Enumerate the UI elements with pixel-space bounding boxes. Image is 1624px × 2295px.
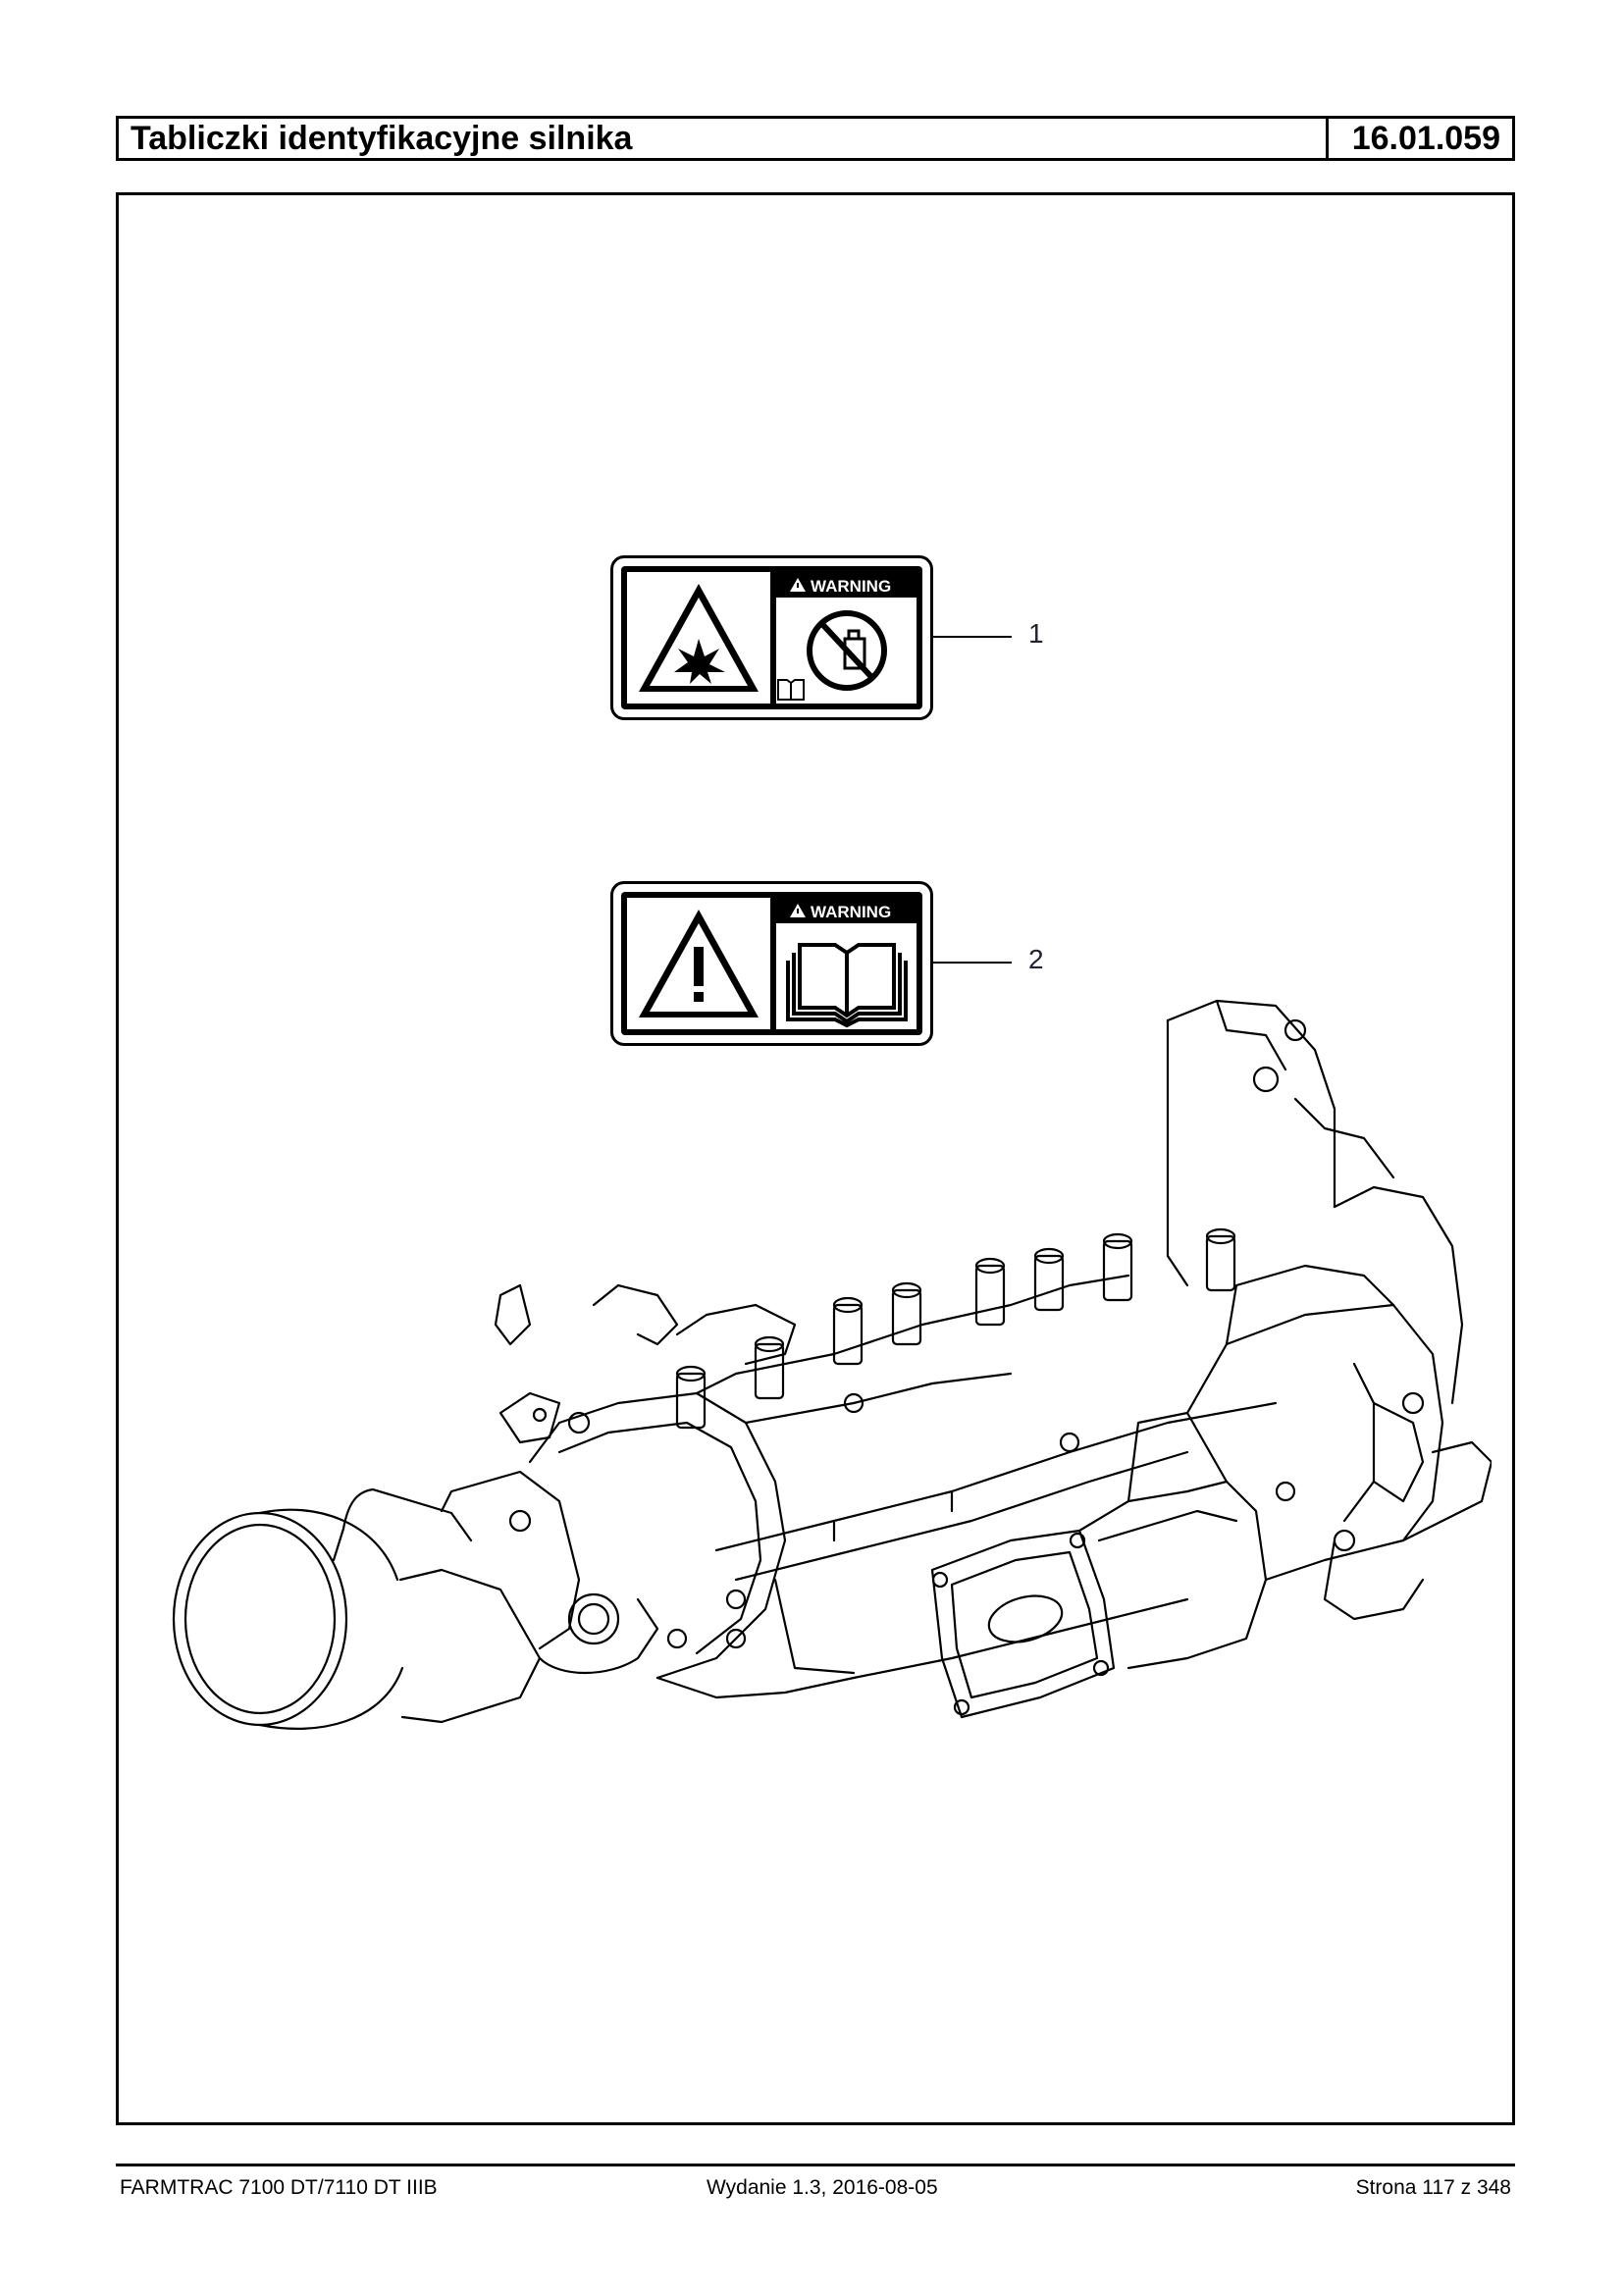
footer-page-number: Strona 117 z 348: [1355, 2176, 1511, 2199]
footer-model: FARMTRAC 7100 DT/7110 DT IIIB: [120, 2176, 438, 2199]
callout-number-2: 2: [1028, 944, 1044, 974]
exclamation-warning-icon: [639, 910, 759, 1017]
book-icon: [777, 679, 805, 701]
warning-label-2: WARNING: [610, 881, 933, 1046]
footer-edition: Wydanie 1.3, 2016-08-05: [707, 2176, 938, 2199]
page-title: Tabliczki identyfikacyjne silnika: [131, 120, 633, 157]
no-spray-icon: [807, 610, 887, 691]
figure-frame: [116, 192, 1515, 2125]
warning-header: WARNING: [790, 903, 891, 921]
callout-line-2: [933, 962, 1012, 964]
section-code: 16.01.059: [1326, 119, 1512, 158]
page-header: Tabliczki identyfikacyjne silnika 16.01.…: [116, 116, 1515, 161]
warning-text: WARNING: [811, 577, 891, 596]
callout-number-1: 1: [1028, 618, 1044, 649]
explosion-warning-icon: [639, 584, 759, 692]
footer-rule: [116, 2164, 1515, 2166]
read-manual-icon: [786, 943, 908, 1028]
warning-text: WARNING: [811, 903, 891, 921]
warning-label-1: WARNING: [610, 555, 933, 720]
warning-header: WARNING: [790, 577, 891, 596]
callout-line-1: [933, 636, 1012, 638]
engine-manifold-drawing: [147, 991, 1493, 1771]
